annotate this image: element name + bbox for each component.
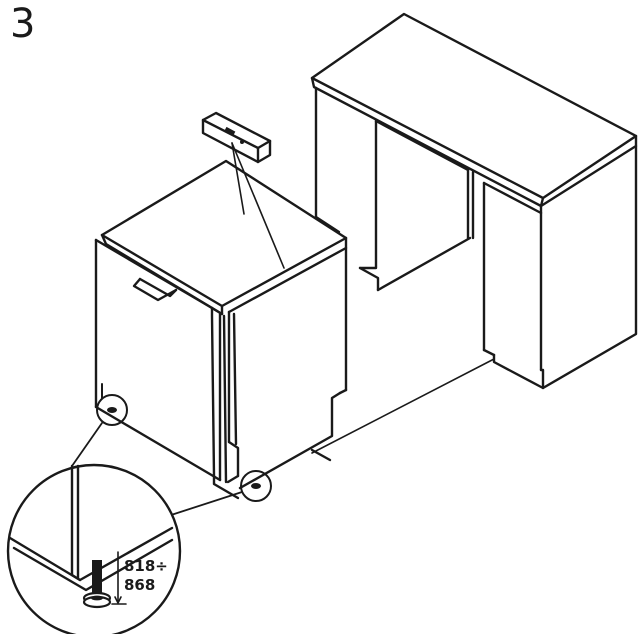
dimension-line-2: 868 bbox=[124, 576, 155, 594]
height-dimension-label: 818÷ 868 bbox=[124, 557, 168, 594]
installation-bracket bbox=[201, 111, 285, 269]
front-right-foot-marker bbox=[240, 470, 272, 502]
front-left-foot-marker bbox=[96, 383, 128, 426]
dimension-line-1: 818÷ bbox=[124, 557, 168, 575]
height-adjust-foot bbox=[82, 560, 112, 609]
kitchen-cabinet bbox=[310, 12, 638, 390]
magnifier-callout bbox=[6, 463, 182, 638]
height-dimension-arrow bbox=[111, 551, 127, 605]
step-number: 3 bbox=[10, 1, 36, 47]
dishwasher bbox=[94, 159, 495, 500]
callout-line-right bbox=[167, 491, 243, 517]
callout-line-left bbox=[71, 422, 103, 467]
